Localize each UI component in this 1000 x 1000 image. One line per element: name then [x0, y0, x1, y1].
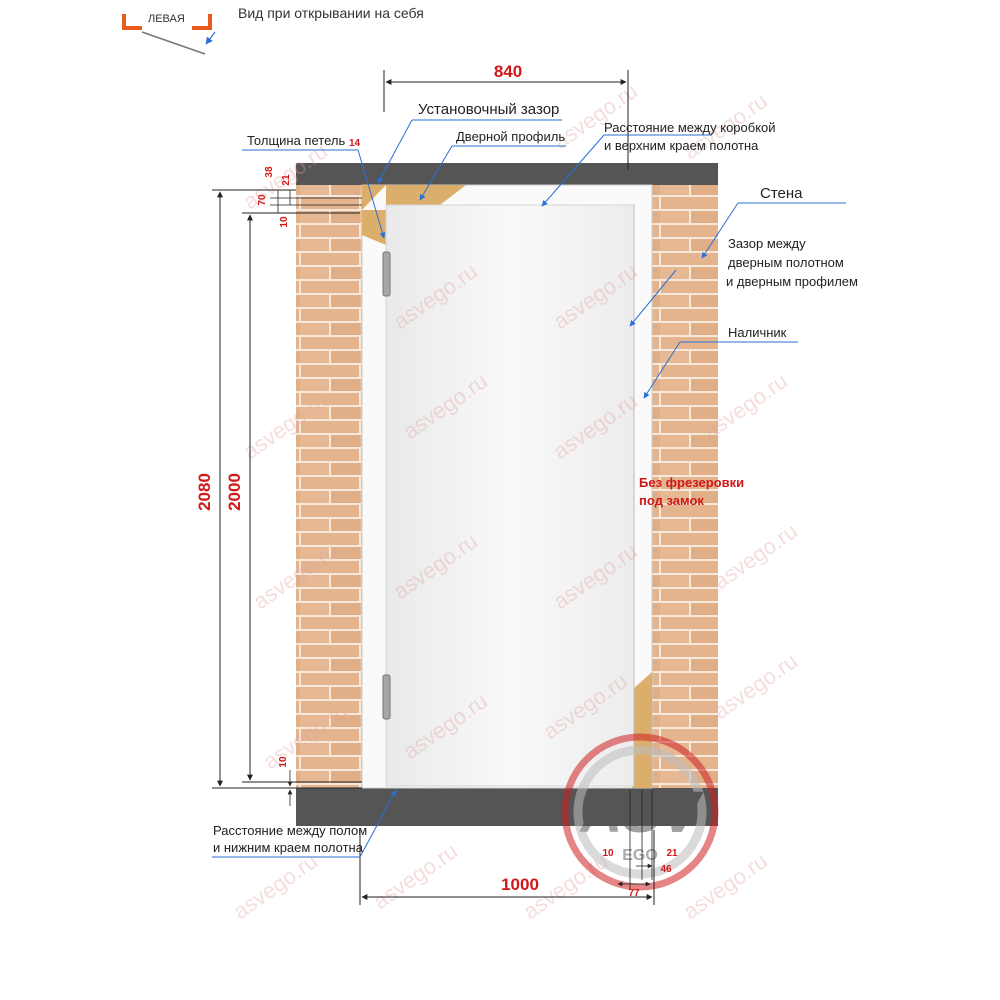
door-profile-wood-top — [386, 185, 466, 205]
dim-casing-77: 77 — [628, 888, 640, 899]
hinge-bottom-icon — [382, 674, 391, 720]
casing-wood-bottom-right — [632, 672, 652, 788]
label-floor-gap-line1: Расстояние между полом — [213, 823, 367, 838]
dimension-floor-gap: 10 — [278, 756, 293, 806]
watermark-17: asvego.ru — [709, 648, 802, 724]
label-floor-gap-line2: и нижним краем полотна — [213, 840, 364, 855]
label-top-gap-line1: Расстояние между коробкой — [604, 120, 776, 135]
label-hinge-thickness-value: 14 — [349, 138, 361, 149]
dim-1000: 1000 — [501, 875, 539, 894]
label-hinge-thickness: Толщина петель — [247, 133, 345, 148]
legend-bracket-left-icon — [122, 14, 142, 30]
dim-70: 70 — [257, 194, 268, 206]
watermark-21: asvego.ru — [679, 848, 772, 924]
note-no-lock-milling: Без фрезеровки под замок — [639, 475, 744, 508]
wall-top-band — [296, 163, 718, 185]
dimension-leaf-height: 2000 — [225, 212, 362, 783]
label-wall: Стена — [760, 185, 803, 202]
dimension-total-height: 2080 — [195, 189, 362, 789]
wall — [296, 163, 718, 826]
dimension-total-width: 1000 — [359, 830, 655, 905]
legend-door-swing-line — [141, 31, 206, 55]
legend-view-label: Вид при открывании на себя — [238, 5, 424, 21]
label-door-profile: Дверной профиль — [456, 129, 565, 144]
label-top-gap-line2: и верхним краем полотна — [604, 138, 759, 153]
label-leaf-gap-line3: и дверным профилем — [726, 274, 858, 289]
wall-bottom-band — [296, 788, 718, 826]
legend-bracket-right-icon — [192, 14, 212, 30]
dim-10-top: 10 — [279, 216, 290, 228]
logo-ring-inner-icon — [573, 745, 707, 879]
legend-side-label: ЛЕВАЯ — [148, 13, 185, 25]
callout-hinge-thickness: Толщина петель 14 — [242, 133, 386, 239]
door-leaf — [385, 204, 635, 787]
label-no-lock-line1: Без фрезеровки — [639, 475, 744, 490]
hinge-top-icon — [382, 251, 391, 297]
opening-legend: ЛЕВАЯ Вид при открывании на себя — [122, 5, 424, 55]
watermark-13: asvego.ru — [709, 518, 802, 594]
callout-casing: Наличник — [643, 325, 798, 399]
callout-top-gap: Расстояние между коробкой и верхним крае… — [541, 120, 776, 207]
callout-floor-gap: Расстояние между полом и нижним краем по… — [212, 789, 397, 858]
watermark-19: asvego.ru — [369, 838, 462, 914]
dim-2080: 2080 — [195, 473, 214, 511]
dim-casing-21: 21 — [666, 848, 678, 859]
logo-subtext: EGO — [622, 847, 658, 864]
dimension-leaf-width: 840 — [383, 62, 629, 170]
callout-install-gap: Установочный зазор — [377, 101, 562, 184]
label-no-lock-line2: под замок — [639, 493, 704, 508]
dimension-casing-details: 10 21 46 77 — [602, 790, 678, 899]
legend-arrow-icon — [205, 31, 216, 45]
dimension-top-details: 38 21 70 10 — [257, 166, 362, 228]
dim-2000: 2000 — [225, 473, 244, 511]
label-leaf-gap-line1: Зазор между — [728, 236, 806, 251]
install-gap-wood-top-left — [362, 185, 386, 210]
callout-leaf-gap: Зазор между дверным полотном и дверным п… — [629, 236, 858, 327]
dim-840: 840 — [494, 62, 522, 81]
door-assembly — [361, 184, 653, 789]
dim-21-top: 21 — [281, 174, 292, 186]
label-install-gap: Установочный зазор — [418, 101, 559, 118]
brick-wall-left — [296, 185, 362, 788]
logo-ring-outer-icon — [561, 733, 719, 891]
dim-casing-10: 10 — [602, 848, 614, 859]
logo-text: ASV — [578, 780, 704, 845]
dim-casing-46: 46 — [660, 864, 672, 875]
dim-10-bottom: 10 — [278, 756, 289, 768]
asvego-logo: ASV EGO — [561, 733, 719, 891]
callout-wall: Стена — [701, 185, 846, 259]
label-leaf-gap-line2: дверным полотном — [728, 255, 844, 270]
watermark-18: asvego.ru — [229, 848, 322, 924]
callout-door-profile: Дверной профиль — [419, 129, 566, 201]
dim-38: 38 — [264, 166, 275, 178]
label-casing: Наличник — [728, 325, 787, 340]
